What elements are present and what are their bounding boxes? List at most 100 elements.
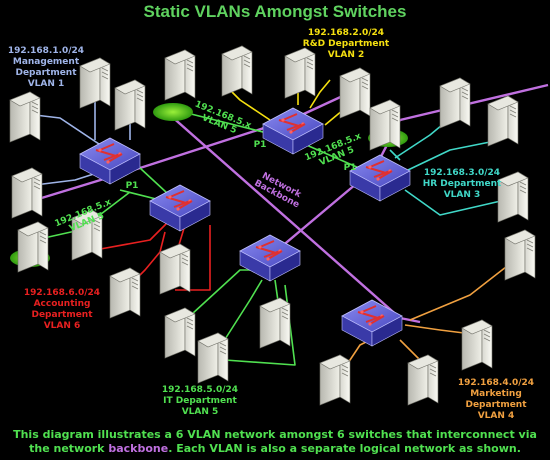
- vlan3-link: [407, 139, 501, 171]
- server-drive-bay: [391, 109, 399, 114]
- server-drive-bay: [341, 372, 349, 377]
- server-drive-bay: [341, 364, 349, 369]
- switch-right-face: [371, 315, 403, 347]
- server-icon: [71, 209, 103, 261]
- server-drive-bay: [429, 368, 437, 373]
- server-top: [71, 209, 103, 225]
- server-top: [487, 95, 519, 111]
- server-icon: [114, 79, 146, 131]
- server-drive-bay: [131, 277, 139, 282]
- caption-line2: the network backbone. Each VLAN is also …: [4, 442, 546, 456]
- vlan4-dept-line2: Department: [465, 400, 527, 410]
- server-drive-bay: [33, 185, 41, 190]
- server-top: [284, 47, 316, 63]
- switch-arrow: [286, 123, 304, 131]
- server-top: [197, 332, 229, 348]
- switch-arrow: [263, 250, 281, 258]
- server-top: [159, 243, 191, 259]
- server-drive-bay: [461, 95, 469, 100]
- server-top: [79, 57, 111, 73]
- vlan1-link: [34, 171, 101, 186]
- server-icon: [79, 57, 111, 109]
- server-drive-bay: [509, 105, 517, 110]
- switch-arrow: [290, 123, 306, 133]
- server-drive-bay: [519, 181, 527, 186]
- server-top: [461, 319, 493, 335]
- switch-icon: [262, 107, 324, 155]
- server-drive-bay: [461, 91, 469, 96]
- server-drive-bay: [186, 59, 194, 64]
- server-icon: [439, 77, 471, 129]
- vlan5-subnet: 192.168.5.0/24: [161, 385, 239, 395]
- vlan4-subnet: 192.168.4.0/24: [457, 378, 535, 388]
- server-drive-bay: [219, 342, 227, 347]
- server-drive-bay: [243, 59, 251, 64]
- vlan6-dept-line2: Department: [31, 310, 93, 320]
- server-top: [439, 77, 471, 93]
- server-top: [164, 49, 196, 65]
- server-icon: [164, 49, 196, 101]
- server-drive-bay: [361, 81, 369, 86]
- server-drive-bay: [39, 235, 47, 240]
- server-drive-bay: [306, 57, 314, 62]
- switch-arrow: [282, 113, 298, 121]
- diagram-caption: This diagram illustrates a 6 VLAN networ…: [4, 428, 546, 456]
- server-drive-bay: [131, 285, 139, 290]
- vlan1-link: [34, 114, 106, 149]
- vlan3-link: [389, 149, 401, 161]
- switch-arrow: [365, 315, 383, 323]
- vlan4-label: 192.168.4.0/24 Marketing Department VLAN…: [446, 378, 546, 422]
- switch-arrow-head: [360, 310, 364, 314]
- server-icon: [221, 45, 253, 97]
- server-drive-bay: [136, 93, 144, 98]
- vlan6-subnet: 192.168.6.0/24: [23, 288, 101, 298]
- switch-arrow: [377, 170, 393, 180]
- server-drive-bay: [33, 181, 41, 186]
- server-drive-bay: [219, 346, 227, 351]
- server-top: [9, 91, 41, 107]
- switch-arrow: [169, 190, 185, 198]
- switch-arrow-head: [368, 322, 372, 326]
- vlan2-label: 192.168.2.0/24 R&D Department VLAN 2: [298, 28, 394, 61]
- server-drive-bay: [341, 368, 349, 373]
- server-drive-bay: [243, 55, 251, 60]
- switch-icon: [79, 137, 141, 185]
- server-drive-bay: [519, 185, 527, 190]
- server-drive-bay: [181, 253, 189, 258]
- caption-line2-start: the network: [29, 442, 109, 455]
- switch-arrow-head: [281, 118, 285, 122]
- server-top: [221, 45, 253, 61]
- server-icon: [461, 319, 493, 371]
- server-top: [339, 67, 371, 83]
- vlan4-name: VLAN 4: [477, 411, 515, 421]
- switch-right-face: [179, 200, 211, 232]
- server-icon: [159, 243, 191, 295]
- server-icon: [504, 229, 536, 281]
- switch-arrow-head: [98, 148, 102, 152]
- switch-icon: [349, 154, 411, 202]
- server-drive-bay: [281, 307, 289, 312]
- server-drive-bay: [483, 337, 491, 342]
- server-drive-bay: [483, 333, 491, 338]
- caption-line1: This diagram illustrates a 6 VLAN networ…: [13, 428, 537, 441]
- switch-icon: [239, 234, 301, 282]
- server-drive-bay: [39, 239, 47, 244]
- server-top: [497, 171, 529, 187]
- server-top: [504, 229, 536, 245]
- switch-arrow: [99, 143, 115, 151]
- server-drive-bay: [131, 281, 139, 286]
- switch-arrow-head: [289, 130, 293, 134]
- vlan3-dept: HR Department: [422, 179, 502, 189]
- switch-arrow: [373, 170, 391, 178]
- green-pads: [10, 103, 408, 267]
- vlan4-dept-line1: Marketing: [470, 389, 522, 399]
- switch-arrow: [177, 200, 193, 210]
- vlan5-dept: IT Department: [163, 396, 237, 406]
- server-drive-bay: [429, 372, 437, 377]
- server-drive-bay: [306, 65, 314, 70]
- server-drive-bay: [101, 75, 109, 80]
- vlan3-label: 192.168.3.0/24 HR Department VLAN 3: [414, 168, 510, 201]
- server-icon: [109, 267, 141, 319]
- switch-arrow: [369, 160, 385, 168]
